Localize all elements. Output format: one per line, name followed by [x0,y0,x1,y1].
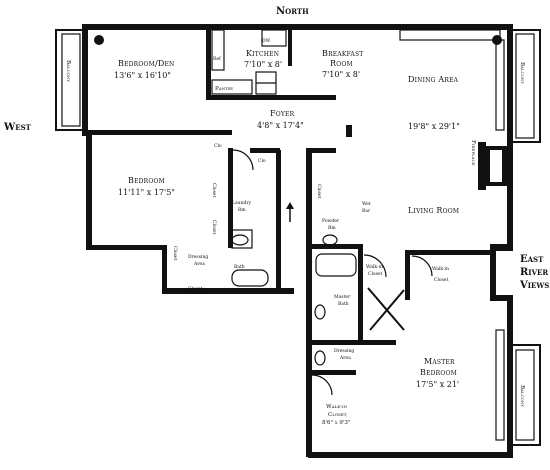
kitchen-dims: 7'10" x 8' [244,60,282,69]
foyer-dims: 4'8" x 17'4" [257,121,304,130]
compass-east: East [520,254,544,265]
wet-bar-label-2: Bar [362,208,371,214]
pantry-label: Pantry [215,86,234,92]
master-dressing-label-2: Area [339,355,351,361]
breakfast-dims: 7'10" x 8' [322,70,360,79]
door-swings [232,149,433,396]
master-bedroom-name-1: Master [424,357,455,366]
dressing-closet-horizontal: Closet [188,286,203,292]
exterior-walls [82,24,513,458]
bedroom-closet-2: Closet [211,220,217,235]
kitchen-fixtures [211,29,287,95]
laundry-label-1: Laundry [232,200,251,206]
dressing-closet-vertical: Closet [172,246,178,261]
compass-views: Views [519,280,549,291]
breakfast-name-1: Breakfast [322,49,363,58]
interior-walls [206,26,508,375]
bedroom-dims: 11'11" x 17'5" [118,188,175,197]
powder-room-label-2: Rm [328,225,336,231]
balconies [55,29,541,446]
master-dressing-label-1: Dressing [334,348,354,354]
powder-room-label-1: Powder [322,218,340,224]
bedroom-den-name: Bedroom/Den [118,59,175,68]
master-bedroom-name-2: Bedroom [420,368,457,377]
walkin-closet-small-1: Walk-in [366,264,383,270]
master-bedroom-dims: 17'5" x 21' [416,380,459,389]
compass-north: North [276,6,309,17]
entry-arrow [286,202,294,222]
dressing-area-label-1: Dressing [188,254,208,260]
balcony-east-lower-label: Balcony [519,385,525,407]
labels: North West East River Views Bedroom/Den … [3,6,549,426]
kitchen-name: Kitchen [246,49,279,58]
fireplace-label: Fireplace [470,140,476,166]
bedroom-closet-1: Closet [211,183,217,198]
walkin-closet-east-2: Closet [434,277,449,283]
bedroom-den-dims: 13'6" x 16'10" [114,71,171,80]
walkin-closet-large-name-1: Walk-in [326,404,348,410]
dw-label: DW [262,38,271,44]
dining-area-name: Dining Area [408,75,459,84]
bath-fixtures [231,229,405,366]
bath-label: Bath [234,264,245,270]
ref-label: Ref [213,56,221,62]
dressing-area-label-2: Area [193,261,205,267]
laundry-label-2: Rm [238,207,246,213]
balcony-west-label: Balcony [65,60,71,82]
master-bath-label-1: Master [334,294,351,300]
living-room-name: Living Room [408,206,459,215]
columns [94,35,502,45]
closet-clo-1: Clo [214,143,222,149]
bedroom-name: Bedroom [128,176,165,185]
foyer-name: Foyer [270,109,295,118]
living-room-dims: 19'8" x 29'1" [408,122,460,131]
breakfast-name-2: Room [330,59,353,68]
foyer-closet: Closet [316,184,322,199]
master-bath-label-2: Bath [338,301,349,307]
closet-clo-2: Clo [258,158,266,164]
walkin-closet-east-1: Walk-in [432,266,449,272]
walkin-closet-small-2: Closet [368,271,383,277]
compass-river: River [520,267,548,278]
walkin-closet-large-dims: 8'6" x 9'3" [322,420,350,426]
compass-west: West [3,122,32,133]
walkin-closet-large-name-2: Closet [328,412,347,418]
wet-bar-label-1: Wet [362,201,371,207]
balcony-east-upper-label: Balcony [519,62,525,84]
